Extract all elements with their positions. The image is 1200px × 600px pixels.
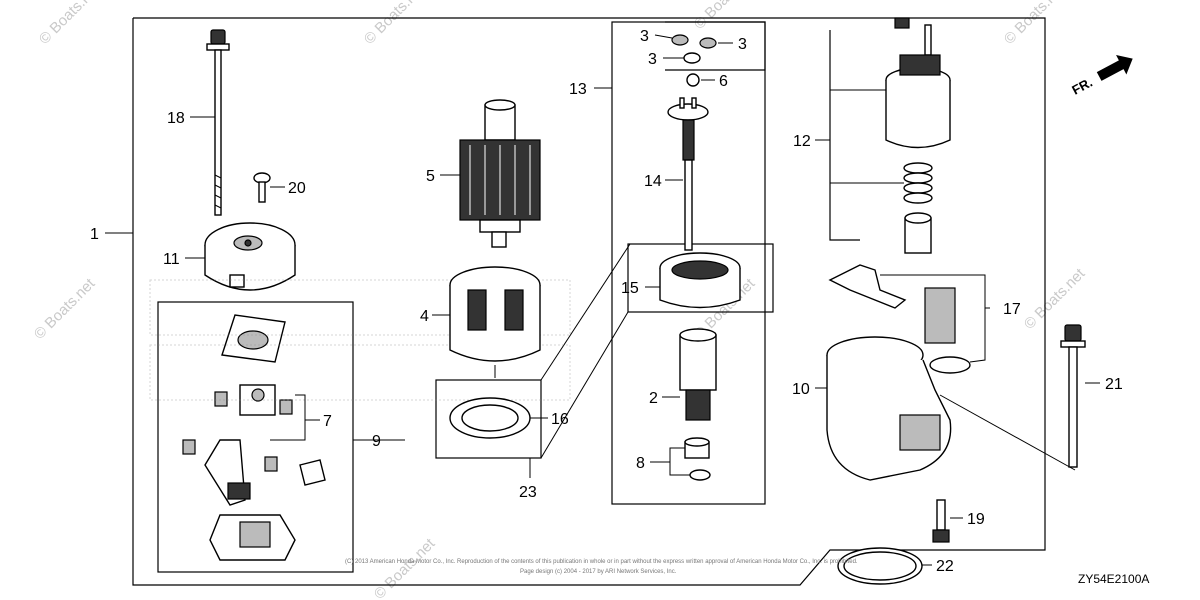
- nut-3b[interactable]: [699, 37, 717, 49]
- shaft-14[interactable]: [667, 97, 709, 251]
- callout-21: 21: [1105, 376, 1123, 393]
- stop-collar-8[interactable]: [684, 437, 711, 481]
- callout-11: 11: [163, 251, 180, 268]
- callout-6: 6: [719, 73, 728, 90]
- callout-14: 14: [644, 173, 662, 190]
- callout-9: 9: [372, 433, 381, 450]
- brand-watermark: [149, 279, 571, 401]
- callout-7: 7: [323, 413, 332, 430]
- spring-12[interactable]: [903, 162, 933, 204]
- callout-15: 15: [621, 280, 639, 297]
- o-ring-6[interactable]: [686, 73, 700, 87]
- leader-line: [654, 34, 673, 39]
- callout-1: 1: [90, 226, 99, 243]
- watermark: © Boats.net: [1021, 265, 1089, 333]
- diagram-code: ZY54E2100A: [1078, 572, 1149, 586]
- brush-springs-7[interactable]: [182, 384, 293, 472]
- callout-13: 13: [569, 81, 587, 98]
- callout-10: 10: [792, 381, 810, 398]
- callout-3c: 3: [648, 51, 657, 68]
- watermark: © Boats.net: [36, 0, 104, 48]
- callout-19: 19: [967, 511, 985, 528]
- callout-22: 22: [936, 558, 954, 575]
- solenoid-frame: [829, 30, 860, 241]
- front-direction-label: FR.: [1069, 75, 1095, 98]
- bolt-21[interactable]: [1060, 324, 1086, 468]
- o-ring-22[interactable]: [837, 547, 923, 585]
- callout-20: 20: [288, 180, 306, 197]
- callout-23: 23: [519, 484, 537, 501]
- leader-line: [669, 462, 690, 476]
- leader-line: [540, 243, 631, 381]
- arrow-right-icon: [1096, 55, 1133, 81]
- brush-holder-base[interactable]: [209, 514, 296, 561]
- leader-line: [270, 420, 306, 441]
- callout-16: 16: [551, 411, 569, 428]
- watermark: © Boats.net: [371, 535, 439, 600]
- seal-17[interactable]: [924, 287, 971, 374]
- solenoid-12[interactable]: [885, 17, 951, 149]
- copyright-line: Page design (c) 2004 - 2017 by ARI Netwo…: [520, 569, 677, 575]
- leader-line: [295, 394, 320, 421]
- assembly-frame: [132, 17, 1046, 586]
- plunger-12[interactable]: [904, 212, 932, 254]
- brush-holder-frame: [157, 301, 354, 573]
- leader-line: [969, 308, 986, 363]
- bolt-19[interactable]: [932, 499, 950, 543]
- front-direction-indicator: FR.: [1069, 55, 1133, 98]
- gear-box-frame: [627, 243, 774, 313]
- washer-3c[interactable]: [683, 52, 701, 64]
- gear-15[interactable]: [659, 252, 741, 309]
- callout-5: 5: [426, 168, 435, 185]
- watermark: © Boats.net: [31, 275, 99, 343]
- callout-17: 17: [1003, 301, 1021, 318]
- leader-line: [939, 394, 1076, 471]
- rear-cover-11[interactable]: [204, 222, 296, 291]
- plate-16[interactable]: [449, 397, 531, 439]
- watermark: © Boats.net: [361, 0, 429, 48]
- leader-line: [650, 447, 685, 463]
- yoke-4[interactable]: [449, 266, 541, 378]
- copyright-line: (C) 2013 American Honda Motor Co., Inc. …: [345, 559, 858, 565]
- watermark: © Boats.net: [1001, 0, 1069, 48]
- callout-12: 12: [793, 133, 811, 150]
- washer-23-frame: [435, 379, 542, 459]
- callout-2: 2: [649, 390, 658, 407]
- callout-8: 8: [636, 455, 645, 472]
- shift-lever-17[interactable]: [828, 264, 907, 309]
- sub-box-3-frame: [665, 21, 766, 71]
- callout-3a: 3: [640, 28, 649, 45]
- brush-plate[interactable]: [221, 314, 286, 363]
- screw-20[interactable]: [253, 172, 271, 203]
- armature-5[interactable]: [459, 99, 541, 248]
- callout-18: 18: [167, 110, 185, 127]
- watermark: © Boats.net: [691, 0, 759, 33]
- leader-line: [540, 311, 629, 459]
- nut-3a[interactable]: [671, 34, 689, 46]
- pinion-2[interactable]: [679, 328, 717, 421]
- leader-line: [880, 274, 990, 309]
- brush-holder[interactable]: [204, 439, 326, 506]
- callout-4: 4: [420, 308, 429, 325]
- front-housing-10[interactable]: [826, 336, 952, 481]
- callout-3b: 3: [738, 36, 747, 53]
- through-bolt-18[interactable]: [206, 29, 230, 216]
